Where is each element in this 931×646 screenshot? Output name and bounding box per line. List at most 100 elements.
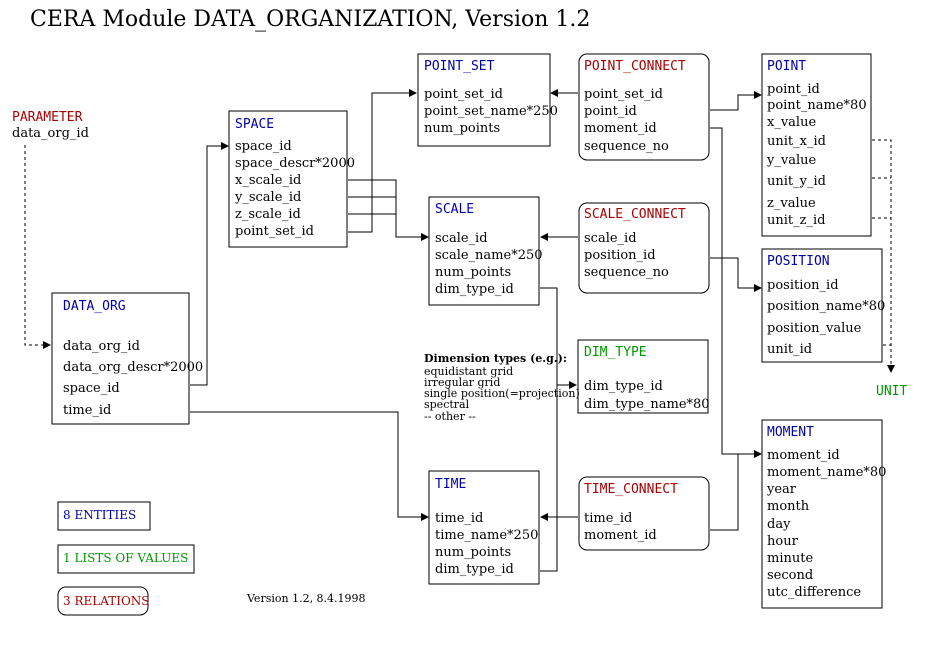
attr-text: point_set_name*250 — [424, 104, 558, 119]
attr-text: x_scale_id — [235, 173, 301, 188]
connector-point-unit — [872, 139, 895, 373]
entity-data-org: DATA_ORG data_org_id data_org_descr*2000… — [51, 292, 203, 425]
attr-text: x_value — [767, 115, 816, 130]
connector-data-org-time — [190, 411, 429, 521]
relation-name: TIME_CONNECT — [584, 482, 678, 497]
entity-name: POSITION — [767, 254, 830, 269]
attr-text: unit_z_id — [767, 213, 825, 228]
attr-text: data_org_descr*2000 — [63, 360, 203, 375]
attr-text: point_id — [584, 104, 637, 119]
attr-text: dim_type_id — [435, 562, 514, 577]
attr-text: num_points — [435, 265, 511, 280]
attr-text: unit_id — [767, 342, 812, 357]
attr-text: position_value — [767, 321, 862, 336]
attr-text: point_id — [767, 82, 820, 97]
relation-scale-connect: SCALE_CONNECT scale_id position_id seque… — [578, 202, 710, 294]
dimension-types-heading: Dimension types (e.g.): — [424, 352, 567, 365]
connector-point-connect-point — [710, 91, 762, 111]
attr-text: utc_difference — [767, 585, 861, 600]
entity-time: TIME time_id time_name*250 num_points di… — [428, 470, 540, 585]
connector-parameter-data-org — [24, 145, 51, 349]
attr-text: moment_id — [584, 528, 657, 543]
lov-name: DIM_TYPE — [584, 345, 647, 360]
unit-label: UNIT — [876, 384, 907, 399]
attr-text: time_id — [63, 403, 111, 418]
parameter-label: PARAMETER — [12, 110, 83, 125]
attr-text: space_descr*2000 — [235, 156, 355, 171]
relation-name: SCALE_CONNECT — [584, 207, 686, 222]
attr-text: sequence_no — [584, 139, 669, 154]
attr-text: time_name*250 — [435, 528, 538, 543]
relation-name: POINT_CONNECT — [584, 59, 686, 74]
attr-text: dim_type_id — [435, 282, 514, 297]
connector-time-dim-type — [540, 385, 558, 572]
dimension-type-item: -- other -- — [424, 410, 476, 423]
entity-name: POINT_SET — [424, 59, 495, 74]
entity-name: TIME — [435, 477, 466, 492]
attr-text: y_scale_id — [234, 190, 301, 205]
attr-text: scale_id — [435, 231, 488, 246]
dimension-type-item: single position(=projection) — [424, 387, 580, 400]
relation-time-connect: TIME_CONNECT time_id moment_id — [578, 476, 710, 551]
legend-lists: 1 LISTS OF VALUES — [63, 551, 188, 565]
attr-text: moment_id — [767, 448, 840, 463]
attr-text: moment_id — [584, 121, 657, 136]
attr-text: year — [766, 482, 797, 497]
entity-name: DATA_ORG — [63, 299, 126, 314]
connector-scale-dim-type — [540, 287, 577, 389]
connector-point-connect-moment — [710, 127, 762, 458]
attr-text: dim_type_id — [584, 379, 663, 394]
entity-moment: MOMENT moment_id moment_name*80 year mon… — [761, 419, 886, 609]
dimension-type-item: irregular grid — [424, 376, 500, 389]
version-note: Version 1.2, 8.4.1998 — [246, 592, 366, 605]
connector-space-x-scale — [348, 179, 429, 241]
attr-text: num_points — [435, 545, 511, 560]
attr-text: position_name*80 — [767, 299, 885, 314]
entity-name: SCALE — [435, 202, 474, 217]
attr-text: data_org_id — [63, 339, 140, 354]
dimension-type-item: spectral — [424, 398, 470, 411]
attr-text: month — [767, 499, 810, 514]
entity-position: POSITION position_id position_name*80 po… — [761, 248, 885, 363]
entity-space: SPACE space_id space_descr*2000 x_scale_… — [228, 110, 355, 248]
entity-name: MOMENT — [767, 425, 814, 440]
attr-text: unit_y_id — [767, 174, 826, 189]
attr-text: space_id — [235, 139, 292, 154]
attr-text: point_name*80 — [767, 98, 867, 113]
legend: 8 ENTITIES 1 LISTS OF VALUES 3 RELATIONS — [57, 501, 195, 616]
attr-text: scale_name*250 — [435, 248, 543, 263]
attr-text: hour — [767, 534, 799, 549]
attr-text: point_set_id — [235, 224, 314, 239]
parameter-attr: data_org_id — [12, 126, 89, 141]
attr-text: position_id — [584, 248, 656, 263]
attr-text: time_id — [584, 511, 632, 526]
attr-text: unit_x_id — [767, 134, 826, 149]
entity-scale: SCALE scale_id scale_name*250 num_points… — [428, 196, 543, 306]
attr-text: z_value — [767, 196, 816, 211]
connector-scale-connect-position — [710, 257, 762, 292]
lov-dim-type: DIM_TYPE dim_type_id dim_type_name*80 — [577, 339, 710, 414]
entity-point: POINT point_id point_name*80 x_value uni… — [761, 53, 872, 237]
attr-text: dim_type_name*80 — [584, 397, 710, 412]
attr-text: moment_name*80 — [767, 465, 886, 480]
attr-text: scale_id — [584, 231, 637, 246]
entity-point-set: POINT_SET point_set_id point_set_name*25… — [417, 53, 558, 147]
entity-name: SPACE — [235, 117, 274, 132]
attr-text: second — [767, 568, 813, 583]
legend-relations: 3 RELATIONS — [63, 594, 150, 608]
connector-time-connect-moment — [710, 454, 739, 531]
attr-text: sequence_no — [584, 265, 669, 280]
attr-text: y_value — [766, 153, 816, 168]
dimension-type-item: equidistant grid — [424, 365, 513, 378]
attr-text: time_id — [435, 511, 483, 526]
attr-text: num_points — [424, 121, 500, 136]
dimension-types-note: Dimension types (e.g.): equidistant grid… — [424, 352, 580, 423]
legend-entities: 8 ENTITIES — [63, 508, 136, 522]
attr-text: point_set_id — [584, 87, 663, 102]
connectors — [24, 89, 895, 572]
attr-text: point_set_id — [424, 87, 503, 102]
attr-text: z_scale_id — [235, 207, 301, 222]
connector-data-org-space — [190, 142, 229, 386]
entity-name: POINT — [767, 59, 806, 74]
